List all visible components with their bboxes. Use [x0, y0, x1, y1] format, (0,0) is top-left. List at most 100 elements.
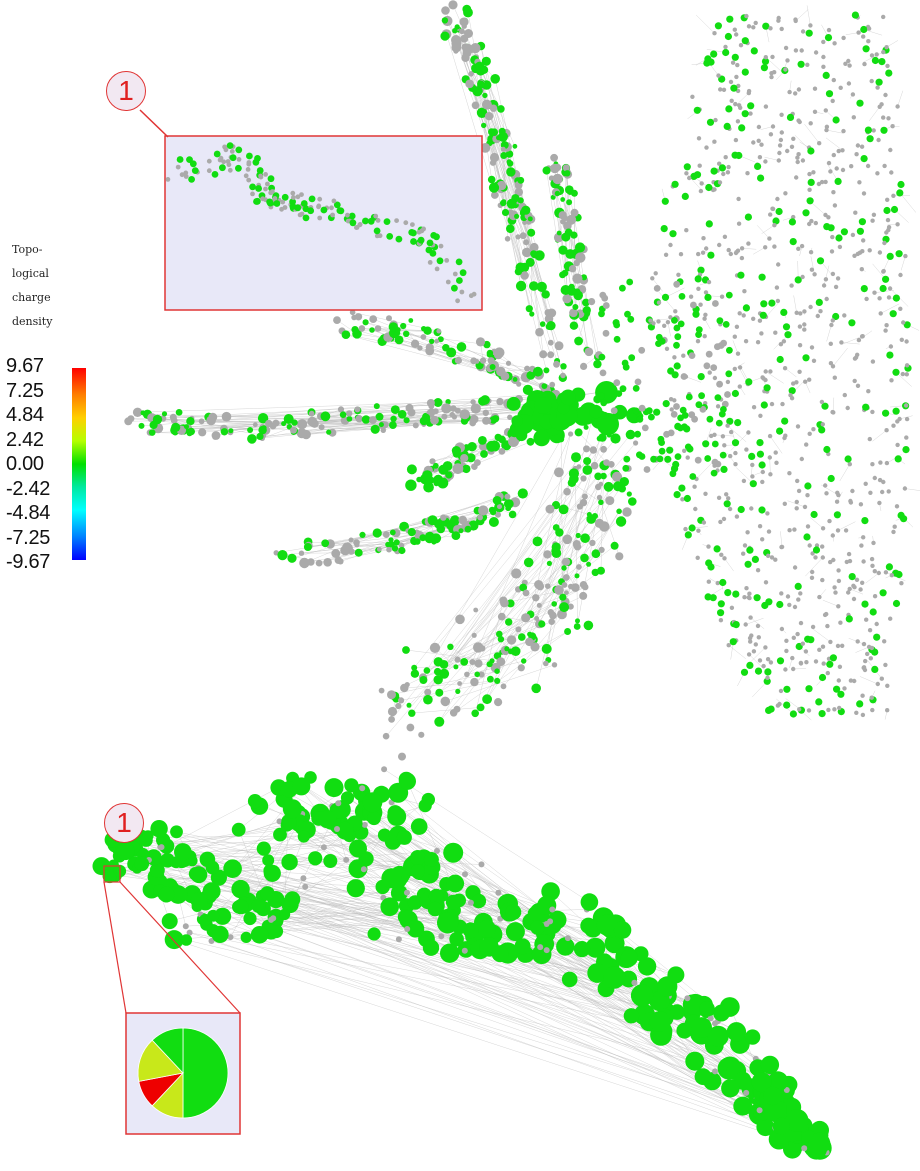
graph-node — [803, 379, 808, 384]
graph-node-active — [733, 1096, 753, 1116]
graph-node — [760, 537, 765, 542]
graph-node-active — [740, 668, 749, 676]
graph-node — [843, 61, 848, 66]
graph-node-active — [336, 821, 354, 840]
graph-node — [838, 85, 843, 91]
graph-node — [785, 58, 790, 63]
graph-node — [567, 603, 574, 610]
graph-node — [720, 434, 726, 439]
graph-node — [723, 44, 728, 50]
graph-edge — [536, 506, 581, 619]
graph-node — [736, 221, 742, 226]
inset-node — [281, 193, 289, 201]
graph-node-active — [410, 669, 420, 678]
graph-node — [536, 582, 545, 591]
graph-node — [623, 455, 631, 463]
graph-node-active — [760, 401, 768, 409]
graph-node — [517, 664, 525, 672]
graph-node-active — [667, 367, 675, 375]
zoom-line-left — [103, 881, 127, 1014]
graph-node — [805, 524, 811, 529]
graph-edge — [479, 90, 522, 268]
graph-node — [903, 253, 908, 259]
graph-node-active — [488, 128, 496, 136]
graph-node-active — [805, 29, 813, 37]
graph-node-active — [506, 198, 517, 209]
graph-node — [746, 430, 751, 435]
graph-node — [484, 112, 494, 121]
graph-node — [836, 568, 841, 573]
graph-node — [491, 191, 499, 199]
graph-node — [856, 30, 861, 35]
graph-node — [830, 234, 835, 240]
graph-node-active — [407, 895, 423, 910]
graph-node-active — [897, 180, 905, 189]
graph-node-active — [772, 217, 780, 225]
graph-node — [866, 39, 871, 44]
graph-node — [344, 543, 353, 553]
graph-node — [695, 401, 703, 409]
graph-node — [569, 308, 578, 318]
graph-node — [547, 918, 554, 925]
graph-edge — [432, 454, 457, 462]
graph-node-active — [441, 17, 449, 24]
graph-node-active — [551, 542, 561, 552]
graph-node — [735, 248, 741, 253]
graph-node — [733, 462, 738, 467]
graph-edge — [189, 932, 798, 1135]
graph-node-active — [492, 496, 502, 505]
graph-node-active — [410, 850, 426, 866]
graph-node-active — [885, 563, 894, 571]
graph-node — [537, 944, 544, 951]
graph-node — [761, 376, 766, 381]
graph-node — [581, 493, 588, 500]
graph-node — [724, 391, 731, 398]
graph-node — [753, 642, 758, 647]
graph-node — [276, 818, 283, 825]
graph-node — [673, 324, 681, 332]
graph-edge — [728, 644, 746, 659]
graph-node-active — [446, 347, 457, 358]
graph-node-active — [826, 660, 834, 668]
graph-node — [695, 326, 703, 333]
graph-node-active — [810, 510, 818, 519]
graph-node — [676, 272, 681, 277]
graph-node — [481, 99, 492, 110]
graph-node — [831, 190, 836, 195]
inset-node — [270, 189, 275, 194]
graph-node — [880, 489, 885, 495]
graph-node — [785, 594, 791, 599]
graph-node — [872, 475, 877, 481]
graph-node — [743, 622, 748, 627]
graph-node-active — [419, 416, 429, 426]
graph-node — [860, 334, 865, 339]
graph-node-active — [428, 888, 444, 904]
graph-node-active — [439, 668, 450, 679]
graph-node-active — [467, 442, 477, 452]
graph-node-active — [102, 868, 117, 884]
graph-node-active — [494, 677, 501, 685]
graph-node — [648, 318, 653, 323]
graph-edge — [405, 649, 501, 662]
graph-node — [594, 518, 605, 529]
graph-node — [846, 58, 851, 64]
graph-node — [779, 112, 784, 118]
graph-node-active — [407, 528, 416, 537]
graph-node — [522, 220, 528, 225]
graph-node-active — [460, 658, 469, 666]
graph-node — [576, 564, 582, 570]
graph-node — [500, 146, 506, 152]
graph-node — [499, 596, 508, 605]
graph-node — [680, 373, 688, 380]
graph-node — [842, 392, 847, 398]
graph-node — [547, 351, 555, 359]
graph-node-active — [718, 75, 726, 83]
graph-node — [809, 345, 815, 350]
graph-node — [778, 137, 784, 143]
graph-node-active — [512, 377, 518, 382]
inset-node — [455, 298, 460, 304]
graph-node — [707, 1015, 714, 1022]
graph-node — [470, 403, 481, 414]
graph-node — [800, 29, 806, 34]
graph-node — [768, 26, 773, 31]
